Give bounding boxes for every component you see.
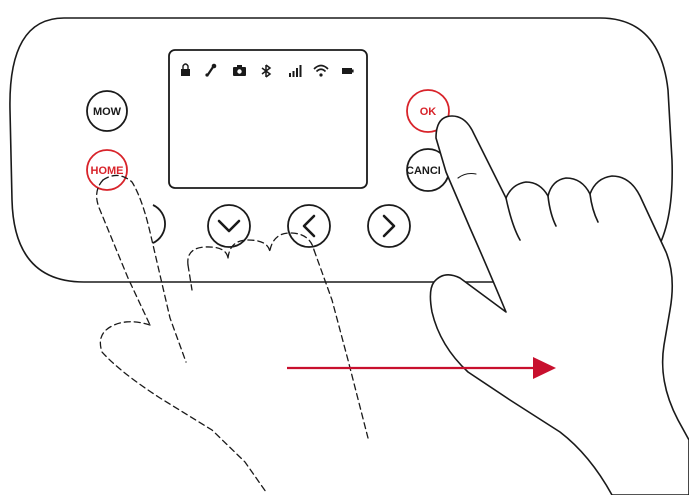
lcd-screen (169, 50, 367, 188)
home-button[interactable]: HOME (87, 150, 127, 190)
battery-icon (342, 68, 354, 74)
ok-button-label: OK (420, 106, 437, 118)
right-button[interactable] (368, 205, 410, 247)
mow-button-label: MOW (93, 106, 122, 118)
mow-button[interactable]: MOW (87, 91, 127, 131)
